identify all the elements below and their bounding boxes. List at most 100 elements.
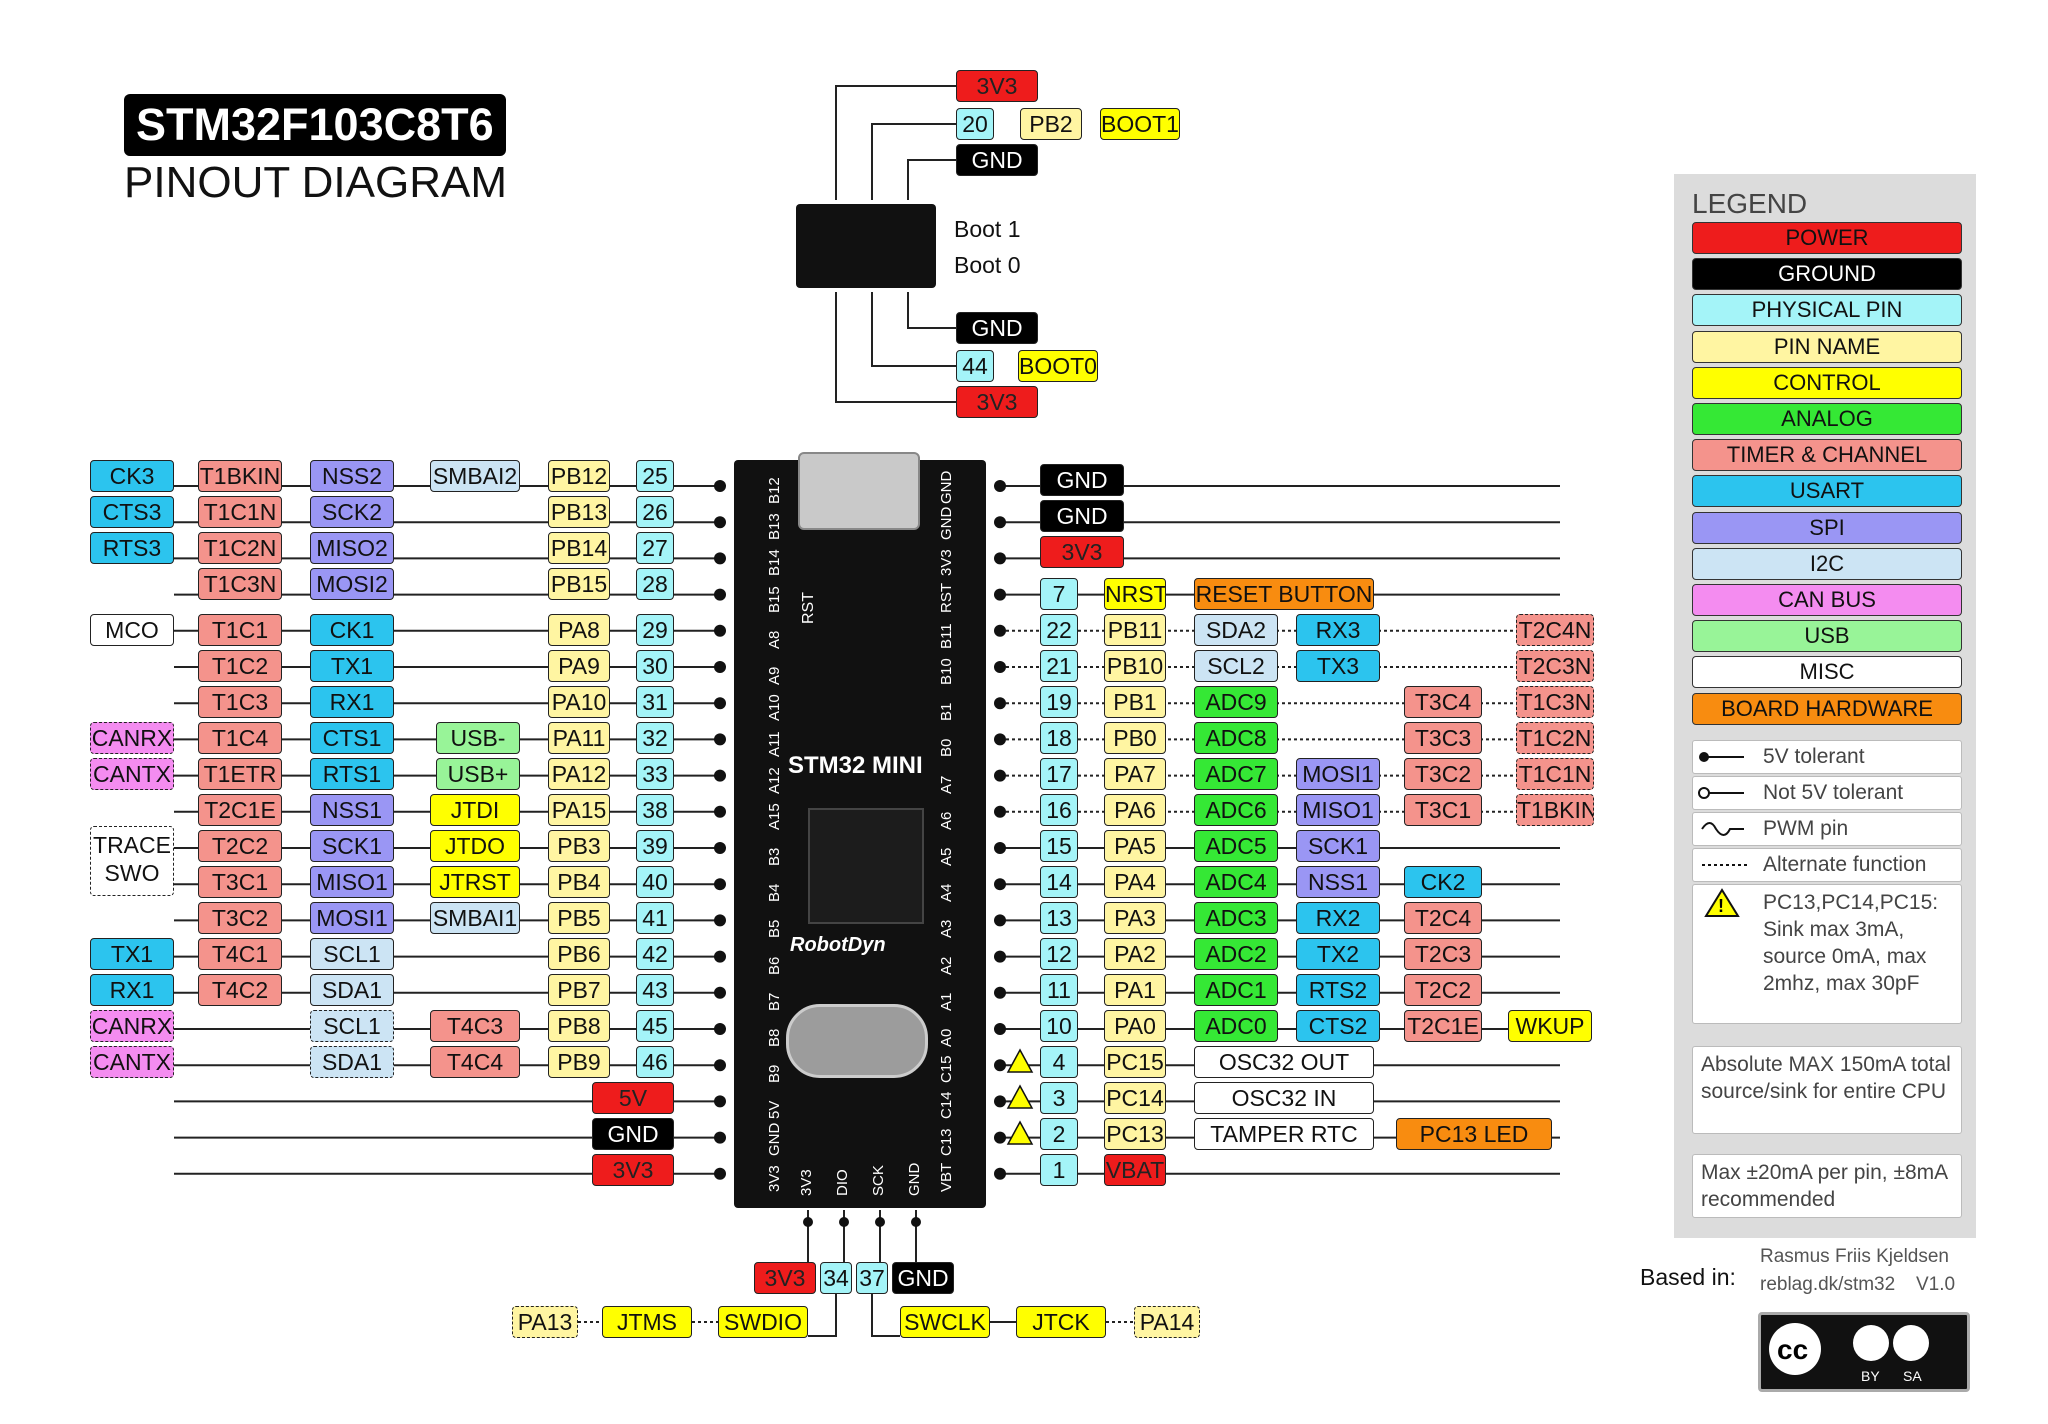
left-pin-dot	[714, 1023, 726, 1035]
pin-label-adc3: ADC3	[1194, 902, 1278, 934]
pin-label-t1c1n: T1C1N	[1516, 758, 1594, 790]
pin-label-sda1: SDA1	[310, 1046, 394, 1078]
pin-label-mco: MCO	[90, 614, 174, 646]
pin-label-pb4: PB4	[548, 866, 610, 898]
board-left-pin-b6: B6	[766, 956, 783, 975]
pin-label-adc1: ADC1	[1194, 974, 1278, 1006]
pin-label-t1c3: T1C3	[198, 686, 282, 718]
pin-label-2: 2	[1040, 1118, 1078, 1150]
pin-label-27: 27	[636, 532, 674, 564]
pin-label-cantx: CANTX	[90, 758, 174, 790]
pin-label-adc8: ADC8	[1194, 722, 1278, 754]
board-left-pin-a9: A9	[766, 666, 783, 685]
pin-label-jtms: JTMS	[602, 1306, 692, 1338]
board-left-pin-a15: A15	[766, 803, 783, 830]
pin-label-pa5: PA5	[1104, 830, 1166, 862]
pin-label-t1c4: T1C4	[198, 722, 282, 754]
pin-label-13: 13	[1040, 902, 1078, 934]
diagram-subtitle: PINOUT DIAGRAM	[124, 158, 508, 207]
board-right-pin-a2: A2	[938, 956, 955, 975]
right-pin-dot	[994, 733, 1006, 746]
micro-usb-connector	[798, 452, 920, 530]
pin-label-t4c3: T4C3	[430, 1010, 520, 1042]
pin-label-30: 30	[636, 650, 674, 682]
board-bottom-pin-sck: SCK	[870, 1165, 887, 1196]
board-bottom-pin-gnd: GND	[906, 1162, 923, 1196]
pin-label-boot1: BOOT1	[1100, 108, 1180, 140]
license-sa: SA	[1903, 1368, 1922, 1384]
pin-label-tx2: TX2	[1296, 938, 1380, 970]
pin-label-sck1: SCK1	[1296, 830, 1380, 862]
pin-label-mosi1: MOSI1	[310, 902, 394, 934]
pin-label-t4c4: T4C4	[430, 1046, 520, 1078]
pin-label-t1c2n: T1C2N	[1516, 722, 1594, 754]
pin-label-tx1: TX1	[310, 650, 394, 682]
pin-label-19: 19	[1040, 686, 1078, 718]
board-left-pin-3v3: 3V3	[766, 1165, 783, 1192]
pin-label-pa13: PA13	[512, 1306, 578, 1338]
pin-label-tx3: TX3	[1296, 650, 1380, 682]
right-pin-dot	[994, 516, 1006, 529]
pin-label-40: 40	[636, 866, 674, 898]
pin-label-pb10: PB10	[1104, 650, 1166, 682]
pin-label-reset-button: RESET BUTTON	[1194, 578, 1374, 610]
pin-label-rx2: RX2	[1296, 902, 1380, 934]
board-left-pin-b3: B3	[766, 847, 783, 866]
pin-label-pa6: PA6	[1104, 794, 1166, 826]
pin-label-adc5: ADC5	[1194, 830, 1278, 862]
pin-label-pa3: PA3	[1104, 902, 1166, 934]
pin-label-scl1: SCL1	[310, 938, 394, 970]
board-left-pin-b7: B7	[766, 992, 783, 1011]
pin-label-10: 10	[1040, 1010, 1078, 1042]
pin-label-34: 34	[820, 1262, 852, 1294]
right-pin-dot	[994, 480, 1006, 492]
pin-label-31: 31	[636, 686, 674, 718]
legend-item-i2c: I2C	[1692, 547, 1962, 580]
right-pin-dot	[994, 1023, 1006, 1035]
pin-label-t3c1: T3C1	[1404, 794, 1482, 826]
pin-label-miso2: MISO2	[310, 532, 394, 564]
pin-label-22: 22	[1040, 614, 1078, 646]
pin-label-sck1: SCK1	[310, 830, 394, 862]
author-name: Rasmus Friis Kjeldsen	[1760, 1246, 1949, 1267]
pin-label-7: 7	[1040, 578, 1078, 610]
pin-label-jtrst: JTRST	[430, 866, 520, 898]
pin-label-33: 33	[636, 758, 674, 790]
board-right-pin-b0: B0	[938, 739, 955, 758]
chip-title: STM32F103C8T6	[124, 94, 506, 156]
board-left-pin-a8: A8	[766, 630, 783, 649]
board-right-pin-c14: C14	[938, 1091, 955, 1120]
pin-label-pb3: PB3	[548, 830, 610, 862]
pin-label-adc0: ADC0	[1194, 1010, 1278, 1042]
pin-label-pb11: PB11	[1104, 614, 1166, 646]
pin-label-osc32-out: OSC32 OUT	[1194, 1046, 1374, 1078]
pin-label-pa2: PA2	[1104, 938, 1166, 970]
pin-label-t1c1: T1C1	[198, 614, 282, 646]
board-right-pin-3v3: 3V3	[938, 549, 955, 577]
pin-label-vbat: VBAT	[1104, 1154, 1166, 1186]
pin-label-t1bkin: T1BKIN	[1516, 794, 1594, 826]
pin-label-t3c1: T3C1	[198, 866, 282, 898]
pin-label-usb-: USB-	[436, 722, 520, 754]
pin-label-nss1: NSS1	[1296, 866, 1380, 898]
pin-label-t4c2: T4C2	[198, 974, 282, 1006]
swclk-wire	[871, 1294, 900, 1337]
pin-label-25: 25	[636, 460, 674, 492]
pin-label-5v: 5V	[592, 1082, 674, 1114]
pin-label-20: 20	[956, 108, 994, 140]
pin-label-gnd: GND	[892, 1262, 954, 1294]
right-pin-dot	[994, 588, 1006, 601]
board-bottom-pin-3v3: 3V3	[798, 1169, 815, 1196]
left-pin-dot	[714, 480, 726, 492]
pin-label-t4c1: T4C1	[198, 938, 282, 970]
pin-label-3v3: 3V3	[956, 386, 1038, 418]
legend-item-ground: GROUND	[1692, 258, 1962, 291]
boot-top-wire	[871, 123, 956, 200]
left-pin-dot	[714, 769, 726, 782]
pin-label-sck2: SCK2	[310, 496, 394, 528]
pin-label-12: 12	[1040, 938, 1078, 970]
pin-label-rts2: RTS2	[1296, 974, 1380, 1006]
pin-label-mosi2: MOSI2	[310, 568, 394, 600]
pin-label-osc32-in: OSC32 IN	[1194, 1082, 1374, 1114]
pin-label-gnd: GND	[956, 312, 1038, 344]
